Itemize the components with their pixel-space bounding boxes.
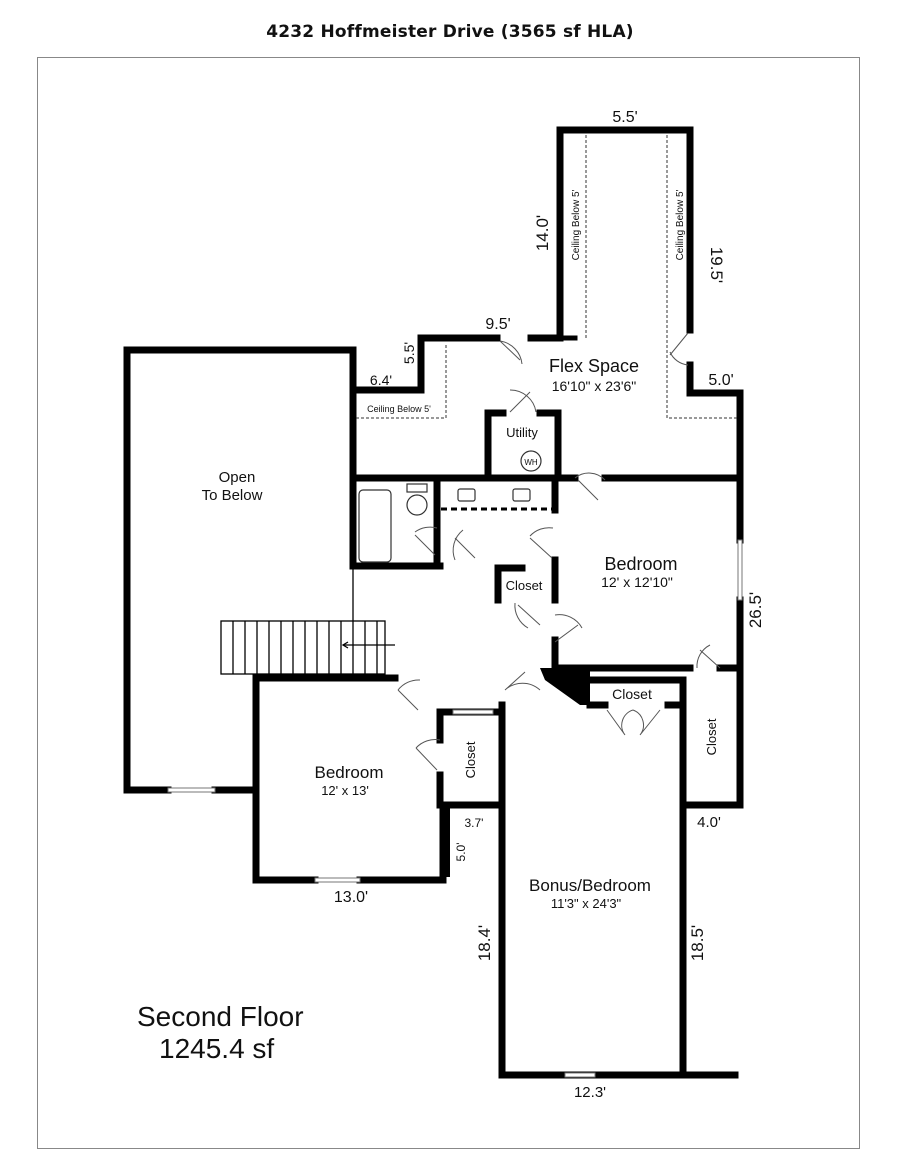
dim-left-jog-h: 3.7' xyxy=(465,816,484,830)
staircase xyxy=(220,566,395,675)
closet-mid-label: Closet xyxy=(612,686,652,702)
dim-right-tower: 19.5' xyxy=(707,247,726,283)
flex-space-name: Flex Space xyxy=(549,356,639,376)
ceiling-note-left: Ceiling Below 5' xyxy=(367,404,431,414)
bath-fixtures xyxy=(358,450,542,563)
ceiling-note-vert-1: Ceiling Below 5' xyxy=(571,189,582,260)
page-title: 4232 Hoffmeister Drive (3565 sf HLA) xyxy=(266,22,634,42)
floor-label: Second Floor 1245.4 sf xyxy=(137,1001,304,1065)
windows xyxy=(167,539,743,1078)
dim-step-vert: 5.5' xyxy=(401,342,417,364)
open-to-below-label-2: To Below xyxy=(202,487,263,504)
dim-right-step: 5.0' xyxy=(708,372,733,389)
dim-left-jog-v: 5.0' xyxy=(454,843,468,862)
closet-hall-label: Closet xyxy=(506,578,543,593)
wall-block xyxy=(440,805,450,877)
plan-frame xyxy=(37,57,860,1149)
bedroom-left-dims: 12' x 13' xyxy=(321,783,369,798)
dim-top: 5.5' xyxy=(612,109,637,126)
floor-area: 1245.4 sf xyxy=(159,1033,275,1064)
dim-bonus-left: 18.4' xyxy=(475,925,494,961)
walls xyxy=(123,126,744,1079)
dim-step-top: 9.5' xyxy=(485,316,510,333)
dim-bonus-right: 18.5' xyxy=(688,925,707,961)
bedroom-left-name: Bedroom xyxy=(315,763,384,782)
wall-wedge xyxy=(540,668,590,705)
bedroom-right-dims: 12' x 12'10" xyxy=(601,574,673,590)
bedroom-right-name: Bedroom xyxy=(604,554,677,574)
dim-bonus-bottom: 12.3' xyxy=(574,1084,606,1101)
dim-bedroom-bottom: 13.0' xyxy=(334,889,368,906)
flex-space-dims: 16'10" x 23'6" xyxy=(552,378,637,394)
utility-label: Utility xyxy=(506,425,538,440)
bonus-room-name: Bonus/Bedroom xyxy=(529,876,651,895)
dim-right-side: 26.5' xyxy=(746,592,765,628)
closet-left-label: Closet xyxy=(463,741,478,778)
bonus-room-dims: 11'3" x 24'3" xyxy=(551,896,622,911)
open-to-below-label: Open xyxy=(219,469,256,486)
ceiling-dashes xyxy=(356,135,737,419)
floor-name: Second Floor xyxy=(137,1001,304,1032)
dim-right-jog: 4.0' xyxy=(697,814,721,831)
ceiling-note-vert-2: Ceiling Below 5' xyxy=(675,189,686,260)
water-heater-label: WH xyxy=(524,458,538,467)
doors xyxy=(397,332,721,771)
dim-left-tower: 14.0' xyxy=(533,215,552,251)
dim-step-horiz: 6.4' xyxy=(370,372,392,388)
closet-right-label: Closet xyxy=(704,718,719,755)
